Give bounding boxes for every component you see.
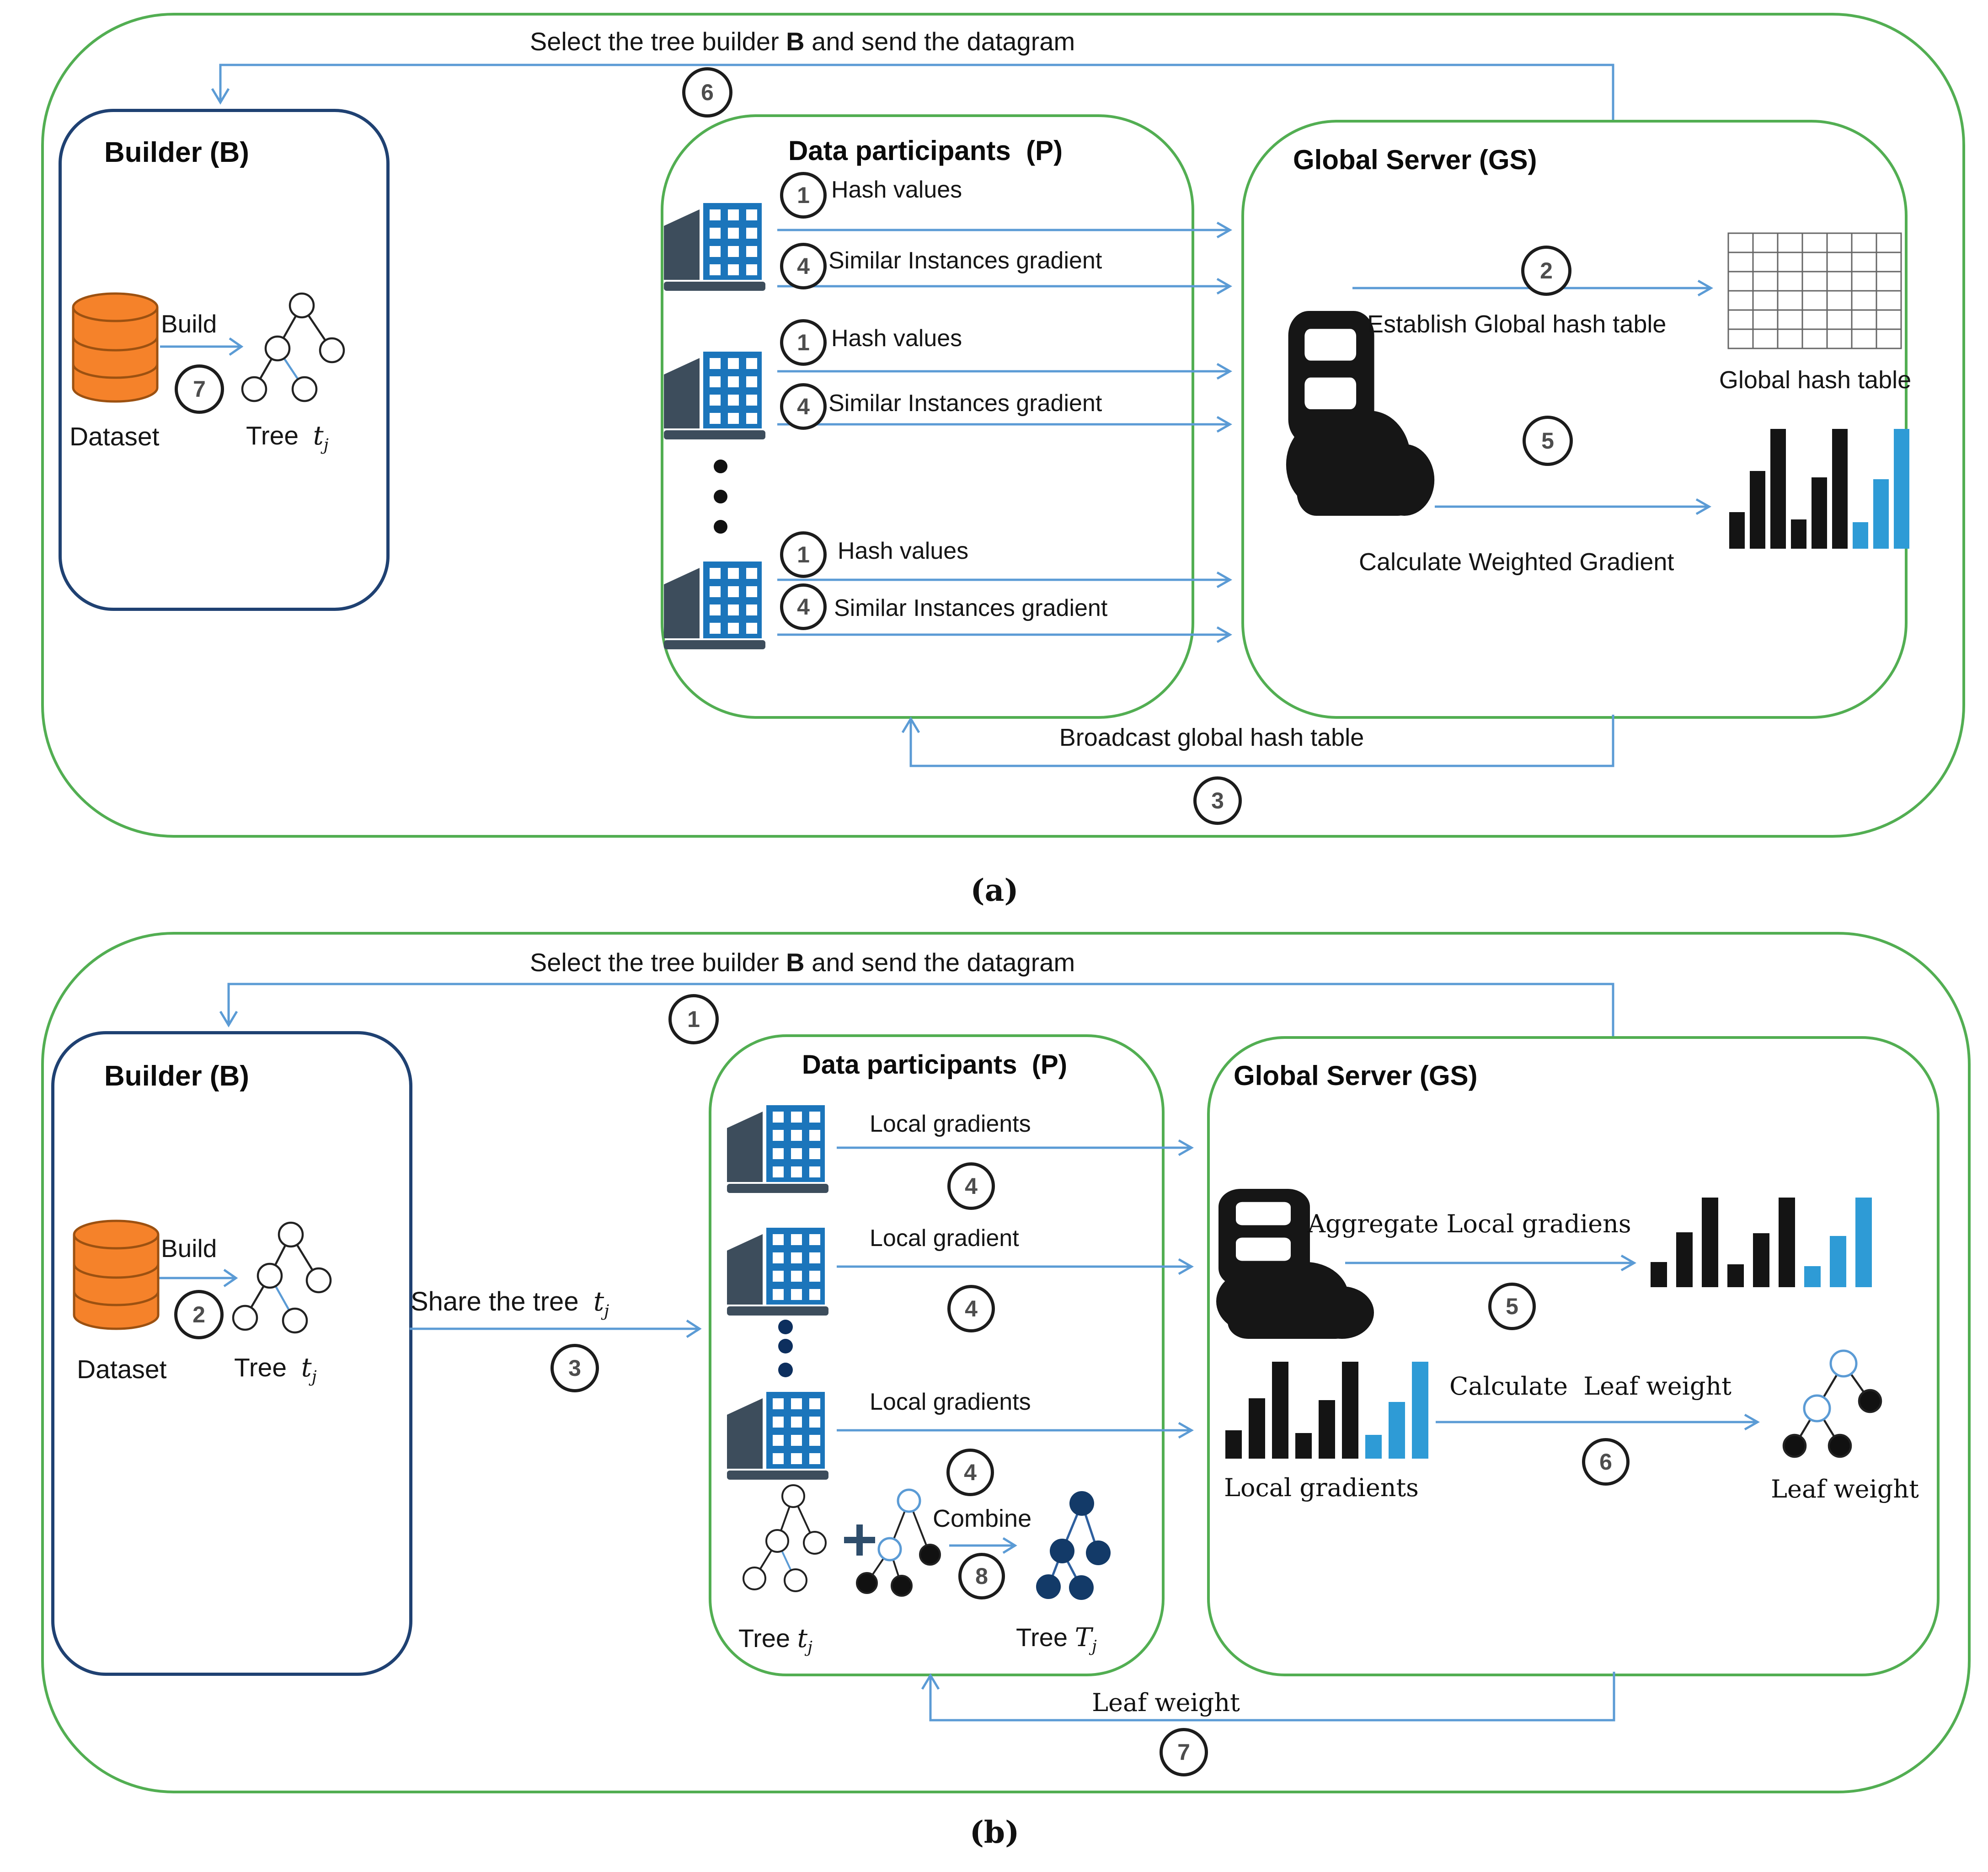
step-badge-2: 2 <box>1521 246 1571 296</box>
broadcast-label: Broadcast global hash table <box>1059 724 1364 751</box>
combine-label: Combine <box>933 1505 1032 1532</box>
select-text-part: Select the tree builder <box>529 948 786 977</box>
leaf-weight-label: Leaf weight <box>1771 1475 1919 1503</box>
build-label: Build <box>161 1234 217 1262</box>
server-box-title: Global Server (GS) <box>1293 144 1537 175</box>
local-gradients-label: Local gradients <box>870 1389 1031 1415</box>
step-badge-7: 7 <box>175 364 224 414</box>
similar-instances-label: Similar Instances gradient <box>828 247 1102 274</box>
step-badge-1: 1 <box>668 994 719 1044</box>
dataset-label: Dataset <box>77 1355 167 1384</box>
select-text-part: and send the datagram <box>804 948 1075 977</box>
select-text-part: Select the tree builder <box>529 27 786 56</box>
builder-b-emphasis: B <box>786 948 805 977</box>
select-flow-label-b: Select the tree builder B and send the d… <box>457 947 1148 977</box>
panel-a-builder-box <box>59 109 390 611</box>
tree-Tj-label: Tree Tj <box>1016 1623 1097 1656</box>
select-flow-label-a: Select the tree builder B and send the d… <box>457 27 1148 56</box>
participants-box-title: Data participants (P) <box>802 1050 1068 1080</box>
select-text-part: and send the datagram <box>804 27 1075 56</box>
similar-instances-label: Similar Instances gradient <box>828 390 1102 417</box>
local-gradient-label: Local gradient <box>870 1225 1019 1252</box>
step-badge-4: 4 <box>946 1449 994 1496</box>
local-gradients-label: Local gradients <box>870 1111 1031 1137</box>
step-badge-1: 1 <box>780 531 827 578</box>
step-badge-1: 1 <box>780 319 827 366</box>
leaf-weight-return-label: Leaf weight <box>1092 1688 1240 1717</box>
tree-tj-label: Tree tj <box>246 421 329 455</box>
step-badge-8: 8 <box>958 1553 1005 1599</box>
builder-box-title: Builder (B) <box>104 137 249 168</box>
step-badge-5: 5 <box>1488 1283 1536 1330</box>
step-badge-7: 7 <box>1160 1728 1208 1776</box>
step-badge-3: 3 <box>1193 776 1242 825</box>
builder-box-title: Builder (B) <box>104 1060 249 1092</box>
tree-tj-label: Tree tj <box>234 1353 317 1386</box>
calc-weighted-gradient-label: Calculate Weighted Gradient <box>1359 548 1674 576</box>
step-badge-6: 6 <box>1582 1438 1630 1486</box>
step-badge-6: 6 <box>682 67 732 118</box>
panel-b-server-box <box>1207 1036 1940 1676</box>
establish-hash-table-label: Establish Global hash table <box>1367 310 1667 338</box>
global-hash-table-label: Global hash table <box>1719 366 1912 394</box>
step-badge-4: 4 <box>947 1285 995 1332</box>
dataset-label: Dataset <box>69 422 160 451</box>
participants-box-title: Data participants (P) <box>788 135 1063 166</box>
step-badge-4: 4 <box>947 1162 995 1210</box>
aggregate-gradients-label: Aggregate Local gradiens <box>1308 1209 1631 1238</box>
hash-values-label: Hash values <box>838 538 969 564</box>
calc-leaf-weight-label: Calculate Leaf weight <box>1449 1372 1731 1401</box>
share-tree-label: Share the tree tj <box>411 1286 609 1321</box>
panel-a-server-box <box>1241 120 1908 719</box>
step-badge-4: 4 <box>780 383 827 430</box>
build-label: Build <box>161 310 217 338</box>
step-badge-4: 4 <box>780 243 827 289</box>
similar-instances-label: Similar Instances gradient <box>834 595 1108 621</box>
step-badge-3: 3 <box>550 1344 599 1392</box>
panel-a-outer-box <box>41 13 1965 838</box>
tree-tj-label: Tree tj <box>738 1624 812 1657</box>
hash-values-label: Hash values <box>831 325 962 352</box>
step-badge-4: 4 <box>780 583 827 630</box>
panel-a-caption: (a) <box>970 872 1019 908</box>
panel-b-outer-box <box>41 932 1971 1793</box>
server-box-title: Global Server (GS) <box>1234 1060 1478 1091</box>
step-badge-5: 5 <box>1523 416 1573 466</box>
builder-b-emphasis: B <box>786 27 805 56</box>
hash-values-label: Hash values <box>831 177 962 203</box>
panel-b-builder-box <box>51 1031 412 1676</box>
panel-b-caption: (b) <box>969 1814 1020 1850</box>
step-badge-1: 1 <box>780 172 827 219</box>
step-badge-2: 2 <box>174 1290 224 1339</box>
local-gradients-chart-label: Local gradients <box>1224 1473 1419 1502</box>
